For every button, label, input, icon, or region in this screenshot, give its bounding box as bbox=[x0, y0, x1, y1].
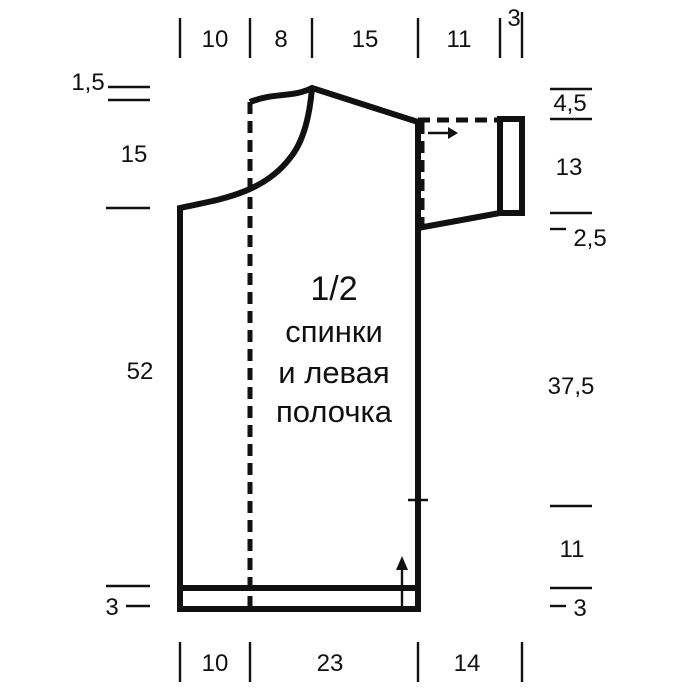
right-dim-label: 37,5 bbox=[548, 373, 595, 400]
piece-subtitle-line3: полочка bbox=[276, 394, 393, 429]
left-dim-label: 52 bbox=[127, 358, 154, 385]
piece-label: 1/2 спинки и левая полочка bbox=[276, 270, 393, 429]
right-dim-label: 3 bbox=[573, 595, 586, 622]
top-dim-label: 8 bbox=[274, 26, 287, 53]
piece-title: 1/2 bbox=[310, 270, 357, 308]
arrow-up-icon bbox=[396, 556, 408, 606]
right-dim-label: 11 bbox=[560, 536, 585, 563]
right-dimension-scale: 4,5 13 2,5 37,5 11 3 bbox=[548, 87, 607, 622]
garment-shape bbox=[177, 84, 525, 612]
right-dim-label: 4,5 bbox=[553, 90, 586, 117]
right-dim-label: 13 bbox=[556, 154, 583, 181]
bottom-dim-label: 23 bbox=[317, 650, 344, 677]
arrow-right-icon bbox=[428, 127, 458, 139]
left-dim-label: 1,5 bbox=[71, 69, 104, 96]
piece-subtitle-line1: спинки bbox=[285, 314, 383, 349]
top-dimension-scale: 10 8 15 11 3 bbox=[178, 5, 524, 58]
left-dimension-scale: 1,5 15 52 3 bbox=[71, 69, 153, 621]
top-dim-label: 11 bbox=[447, 26, 472, 53]
left-dim-label: 3 bbox=[105, 594, 118, 621]
left-dim-label: 15 bbox=[121, 141, 148, 168]
bottom-dimension-scale: 10 23 14 bbox=[178, 642, 524, 682]
bottom-dim-label: 14 bbox=[454, 650, 481, 677]
top-dim-label: 10 bbox=[202, 26, 229, 53]
top-dim-label: 15 bbox=[352, 26, 379, 53]
bottom-dim-label: 10 bbox=[202, 650, 229, 677]
right-dim-label: 2,5 bbox=[573, 225, 606, 252]
piece-subtitle-line2: и левая bbox=[278, 355, 389, 390]
top-dim-label: 3 bbox=[507, 5, 520, 32]
